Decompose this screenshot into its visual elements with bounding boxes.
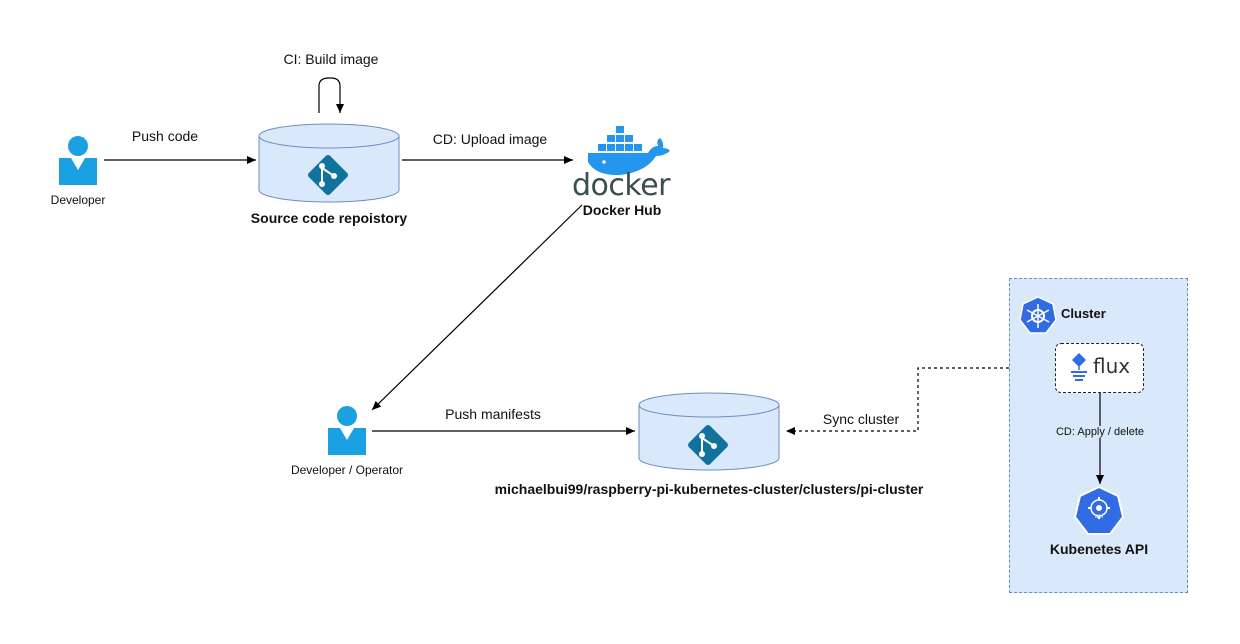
cluster-label: Cluster <box>1061 306 1106 321</box>
source-repo-label: Source code repoistory <box>250 210 408 226</box>
developer-person-icon[interactable] <box>59 136 97 185</box>
kubernetes-api-label: Kubenetes API <box>1049 541 1149 557</box>
pull-image-edge <box>371 204 583 411</box>
flux-icon <box>1071 353 1087 381</box>
git-icon <box>688 425 728 465</box>
cd-upload-label: CD: Upload image <box>432 131 548 147</box>
api-badge-text: api <box>1094 514 1104 520</box>
kubernetes-wheel-icon <box>1019 296 1057 334</box>
cd-apply-label: CD: Apply / delete <box>1054 426 1146 438</box>
kubernetes-api-icon[interactable] <box>1073 485 1125 535</box>
sync-cluster-label: Sync cluster <box>822 411 900 427</box>
manifest-repo-label: michaelbui99/raspberry-pi-kubernetes-clu… <box>494 481 924 497</box>
flux-box[interactable] <box>1055 343 1144 393</box>
operator-person-icon[interactable] <box>328 406 366 455</box>
sync-cluster-edge <box>786 367 1009 435</box>
docker-hub-label: Docker Hub <box>582 202 662 218</box>
push-manifests-label: Push manifests <box>445 406 541 422</box>
operator-label: Developer / Operator <box>290 463 404 477</box>
push-code-label: Push code <box>131 128 199 144</box>
docker-whale-icon[interactable] <box>588 126 670 176</box>
ci-loop-edge <box>318 77 344 113</box>
git-icon <box>308 155 348 195</box>
flux-wordmark: flux <box>1093 354 1131 378</box>
developer-label: Developer <box>50 193 106 207</box>
docker-wordmark: docker <box>572 168 671 203</box>
ci-build-label: CI: Build image <box>283 51 379 67</box>
